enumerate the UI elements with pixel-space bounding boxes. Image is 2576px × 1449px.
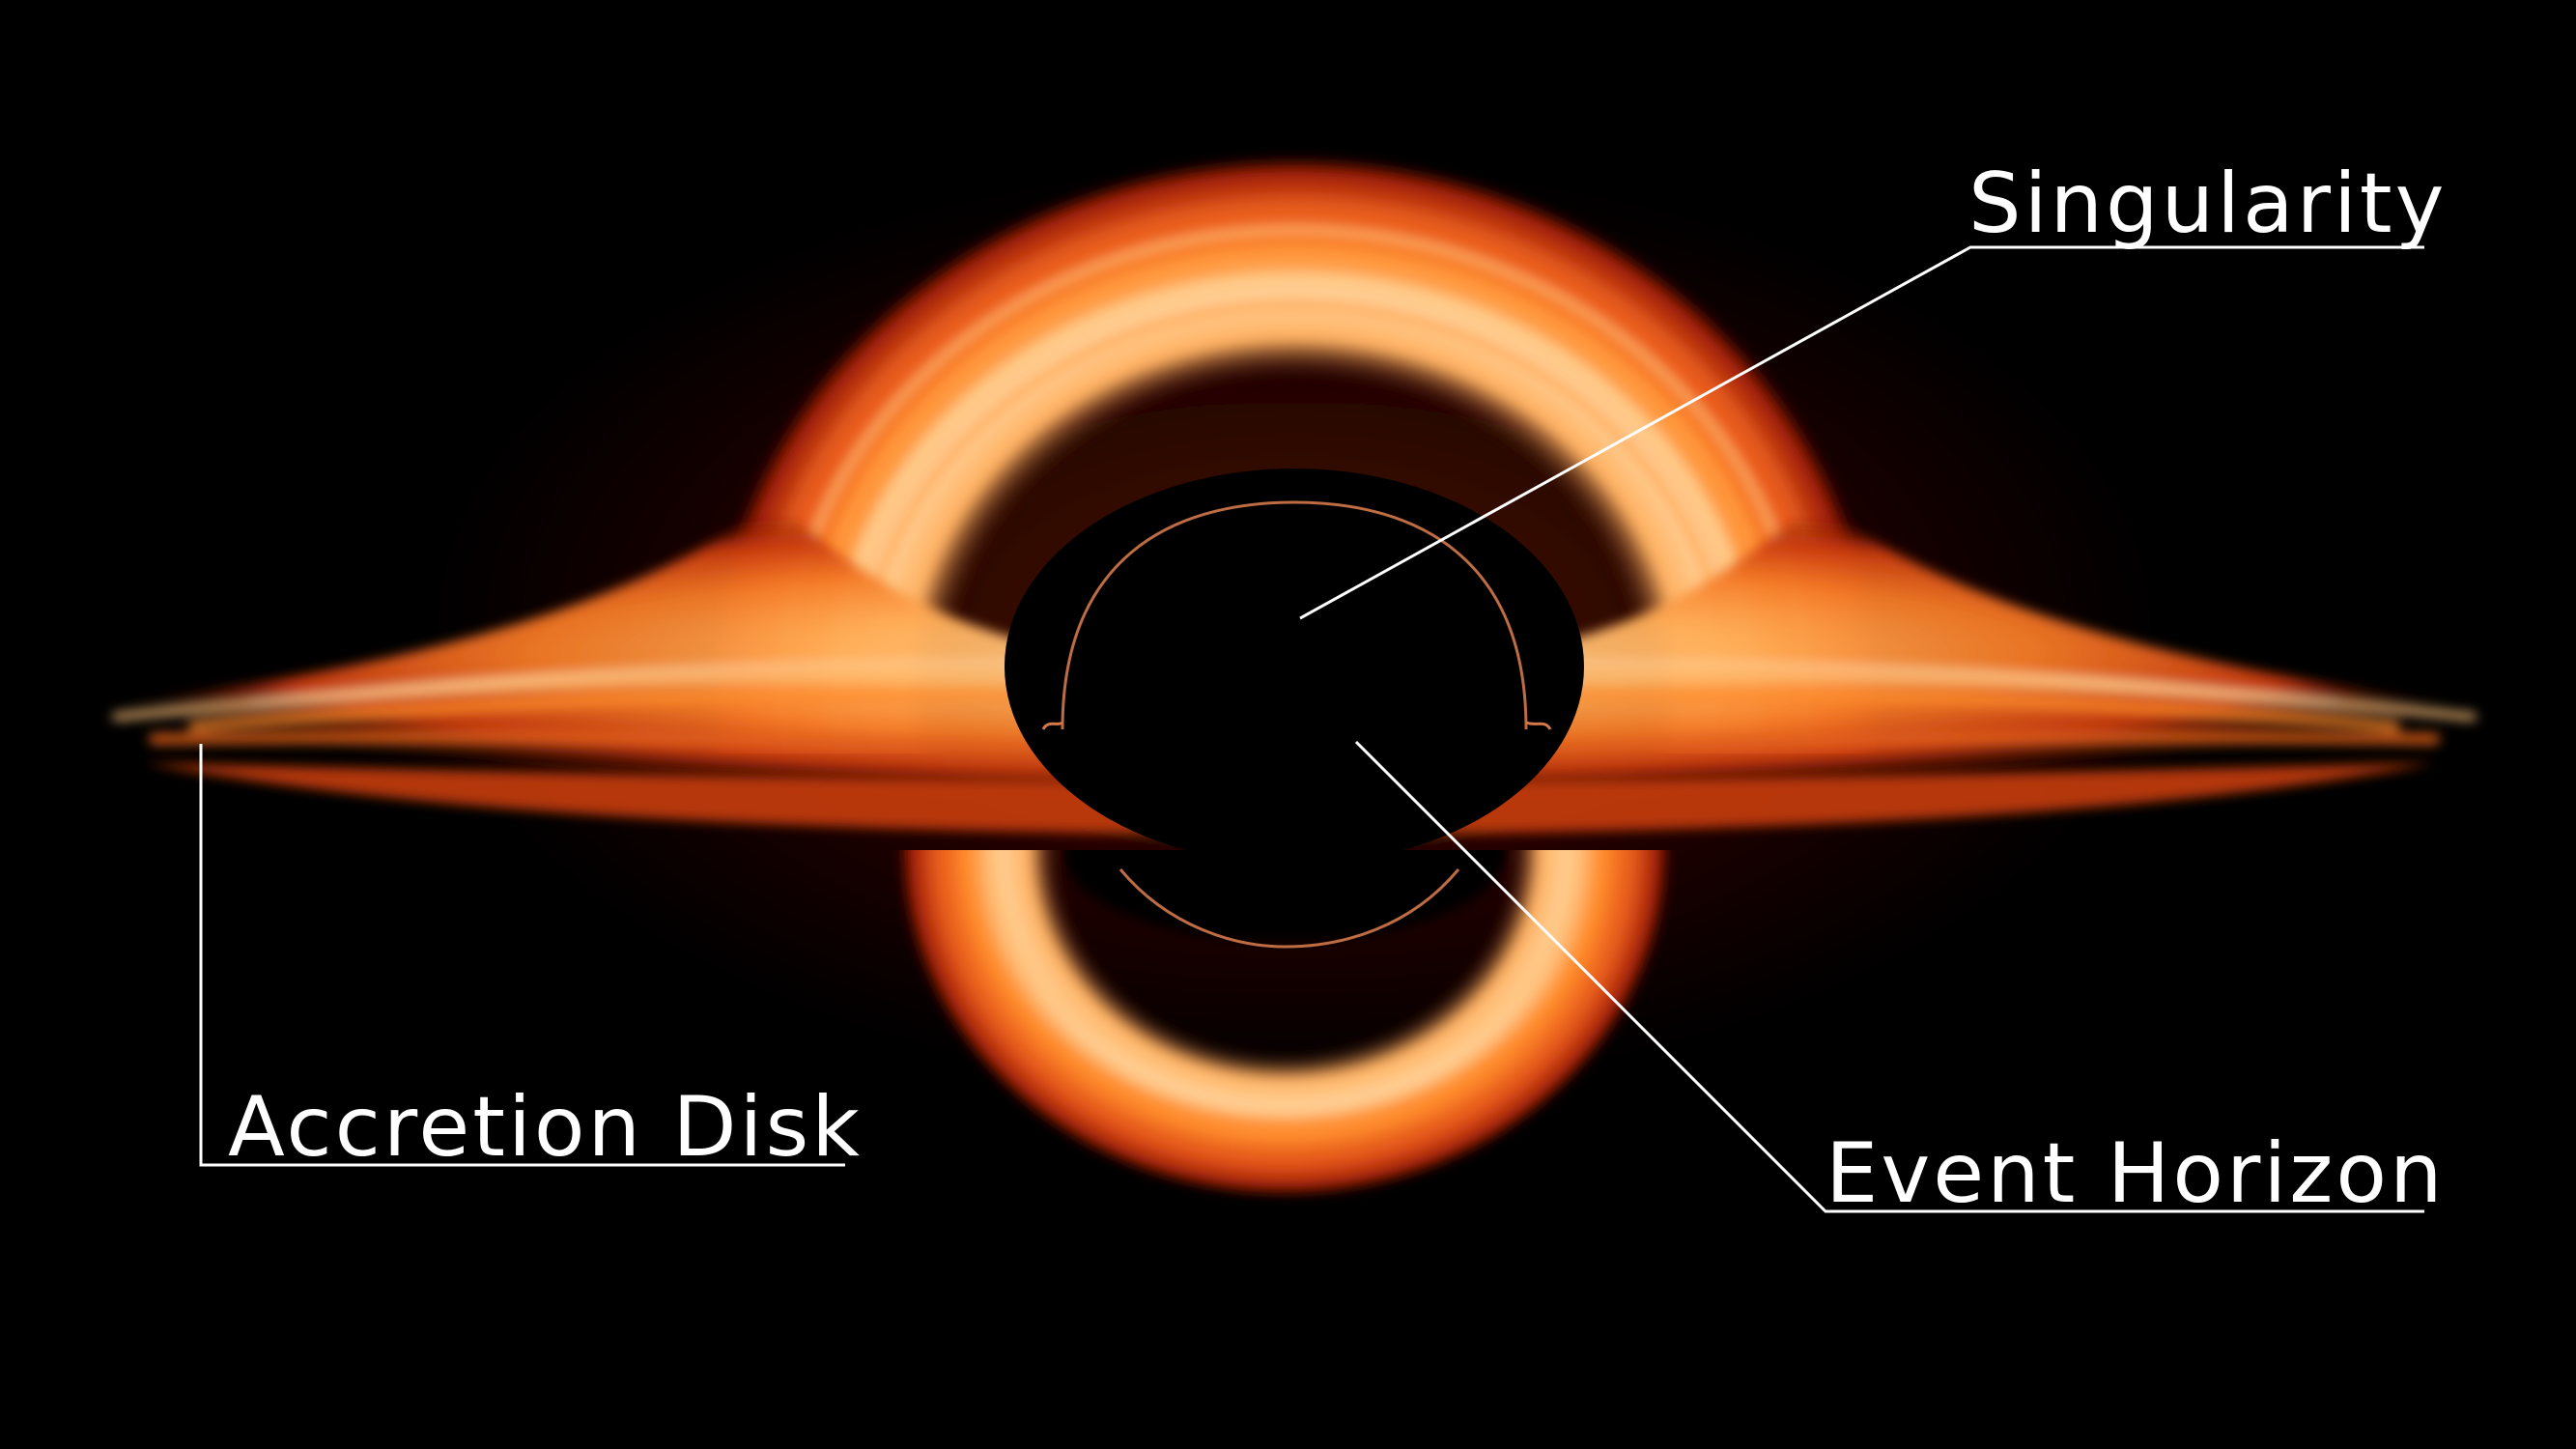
photon-ring [1061,500,1528,730]
event-horizon-leader-line [1354,740,2424,1213]
event-horizon-label: Event Horizon [1826,1125,2446,1222]
accretion-disk-label: Accretion Disk [228,1079,863,1176]
singularity-leader-line [1299,245,2424,620]
accretion-disk-leader-line [199,744,845,1167]
singularity-label: Singularity [1968,156,2448,252]
singularity-annotation: Singularity [1299,156,2448,620]
event-horizon-shadow [1005,469,1584,865]
accretion-disk-annotation: Accretion Disk [199,744,863,1176]
event-horizon-annotation: Event Horizon [1354,740,2446,1222]
black-hole-artwork [29,155,2540,1198]
lower-lensed-arc [898,850,1671,1198]
